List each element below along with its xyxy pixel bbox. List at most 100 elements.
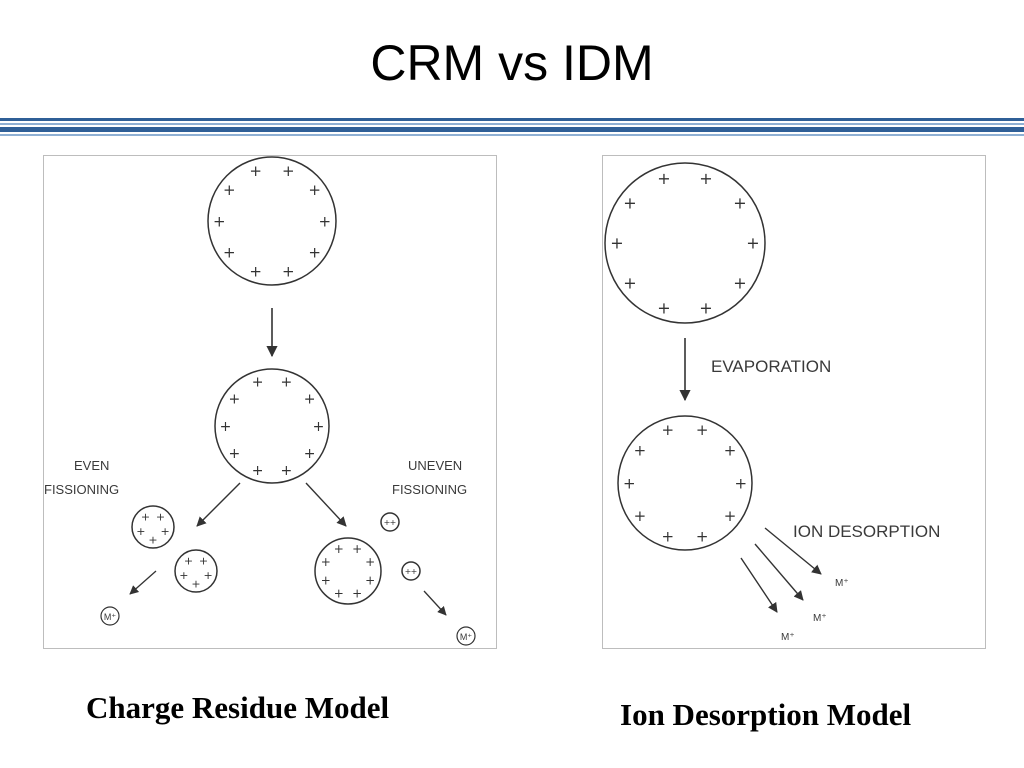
charge-symbol: + xyxy=(136,525,145,538)
charge-symbol: + xyxy=(662,527,675,545)
charge-symbol: + xyxy=(313,419,325,435)
charge-symbol: + xyxy=(308,243,321,261)
idm-diagram: + + + + + + + + + + + + + + + + + + + + EVAPORATION ION DES… xyxy=(604,162,940,643)
droplet-uneven-small-2: ++ xyxy=(401,561,421,581)
idm-caption: Ion Desorption Model xyxy=(620,697,912,732)
charge-symbol: + xyxy=(623,194,636,213)
charge-symbol: + xyxy=(405,567,412,576)
svg-text:M⁺: M⁺ xyxy=(460,632,472,642)
charge-symbol: + xyxy=(390,518,397,527)
charge-symbol: + xyxy=(610,234,623,253)
charge-symbol: + xyxy=(229,446,241,462)
charge-symbol: + xyxy=(365,573,375,587)
charge-symbol: + xyxy=(249,262,262,280)
droplet-uneven-small-1: ++ xyxy=(380,512,400,532)
ion-label: M⁺ xyxy=(813,613,827,624)
charge-symbol: + xyxy=(334,542,344,556)
charge-symbol: + xyxy=(321,573,331,587)
charge-symbol: + xyxy=(365,555,375,569)
charge-symbol: + xyxy=(696,421,709,439)
droplet-parent: + + + + + + + + + + xyxy=(604,162,766,324)
charge-symbol: + xyxy=(281,463,293,479)
droplet-even-2: +++++ xyxy=(174,549,218,593)
title-rule xyxy=(0,134,1024,136)
charge-symbol: + xyxy=(184,555,193,568)
charge-symbol: + xyxy=(411,567,418,576)
arrow-desorption-3 xyxy=(740,557,778,613)
charge-symbol: + xyxy=(203,569,212,582)
arrow-ion-left xyxy=(129,570,157,595)
idm-diagram-panel: + + + + + + + + + + + + + + + + + + + + EVAPORATION ION DES… xyxy=(602,155,986,649)
charge-symbol: + xyxy=(304,392,316,408)
charge-symbol: + xyxy=(148,534,157,547)
arrow-even xyxy=(196,482,241,527)
droplet-parent: ++++++++++ xyxy=(207,156,337,286)
charge-symbol: + xyxy=(223,243,236,261)
arrow-uneven xyxy=(305,482,347,527)
charge-symbol: + xyxy=(252,463,264,479)
charge-symbol: + xyxy=(308,181,321,199)
arrow-desorption-2 xyxy=(754,543,804,601)
charge-symbol: + xyxy=(724,507,737,525)
svg-text:M⁺: M⁺ xyxy=(104,612,116,622)
arrow-ion-right xyxy=(423,590,447,616)
charge-symbol: + xyxy=(696,527,709,545)
charge-symbol: + xyxy=(156,511,165,524)
charge-symbol: + xyxy=(304,446,316,462)
charge-symbol: + xyxy=(223,181,236,199)
charge-symbol: + xyxy=(281,375,293,391)
charge-symbol: + xyxy=(733,194,746,213)
label-uneven: UNEVEN xyxy=(408,458,462,473)
crm-caption: Charge Residue Model xyxy=(86,690,390,725)
charge-symbol: + xyxy=(724,442,737,460)
label-even: EVEN xyxy=(74,458,109,473)
charge-symbol: + xyxy=(384,518,391,527)
charge-symbol: + xyxy=(699,169,712,188)
charge-symbol: + xyxy=(352,586,362,600)
ion-right: M⁺ xyxy=(456,626,476,646)
ion-label: M⁺ xyxy=(835,578,849,589)
charge-symbol: + xyxy=(229,392,241,408)
charge-symbol: + xyxy=(699,298,712,317)
label-even-fissioning: FISSIONING xyxy=(44,482,119,497)
charge-symbol: + xyxy=(623,474,636,492)
charge-symbol: + xyxy=(657,169,670,188)
charge-symbol: + xyxy=(179,569,188,582)
charge-symbol: + xyxy=(746,234,759,253)
ion-label: M⁺ xyxy=(781,632,795,643)
charge-symbol: + xyxy=(191,578,200,591)
title-rule xyxy=(0,118,1024,121)
charge-symbol: + xyxy=(249,162,262,180)
title-rule xyxy=(0,123,1024,125)
charge-symbol: + xyxy=(735,474,748,492)
droplet-shrunk: + + + + + + + + + + xyxy=(214,368,330,484)
charge-symbol: + xyxy=(220,419,232,435)
label-uneven-fissioning: FISSIONING xyxy=(392,482,467,497)
charge-symbol: + xyxy=(334,586,344,600)
charge-symbol: + xyxy=(662,421,675,439)
charge-symbol: + xyxy=(623,274,636,293)
charge-symbol: + xyxy=(141,511,150,524)
charge-symbol: + xyxy=(319,212,332,230)
droplet-uneven-large: ++++++++ xyxy=(314,537,382,605)
arrow-desorption-1 xyxy=(764,527,822,575)
title-rule xyxy=(0,127,1024,132)
charge-symbol: + xyxy=(657,298,670,317)
droplet-shrunk: + + + + + + + + + + xyxy=(617,415,753,551)
charge-symbol: + xyxy=(282,262,295,280)
droplet-even-1: +++++ xyxy=(131,505,175,549)
charge-symbol: + xyxy=(352,542,362,556)
charge-symbol: + xyxy=(733,274,746,293)
charge-symbol: + xyxy=(199,555,208,568)
charge-symbol: + xyxy=(321,555,331,569)
charge-symbol: + xyxy=(160,525,169,538)
charge-symbol: + xyxy=(252,375,264,391)
charge-symbol: + xyxy=(634,442,647,460)
crm-diagram: ++++++++++++++++++++++++++++++++++++++++… xyxy=(44,156,476,646)
slide-title: CRM vs IDM xyxy=(370,35,654,91)
charge-symbol: + xyxy=(634,507,647,525)
ion-left: M⁺ xyxy=(100,606,120,626)
label-evaporation: EVAPORATION xyxy=(711,357,831,376)
label-ion-desorption: ION DESORPTION xyxy=(793,522,940,541)
charge-symbol: + xyxy=(282,162,295,180)
